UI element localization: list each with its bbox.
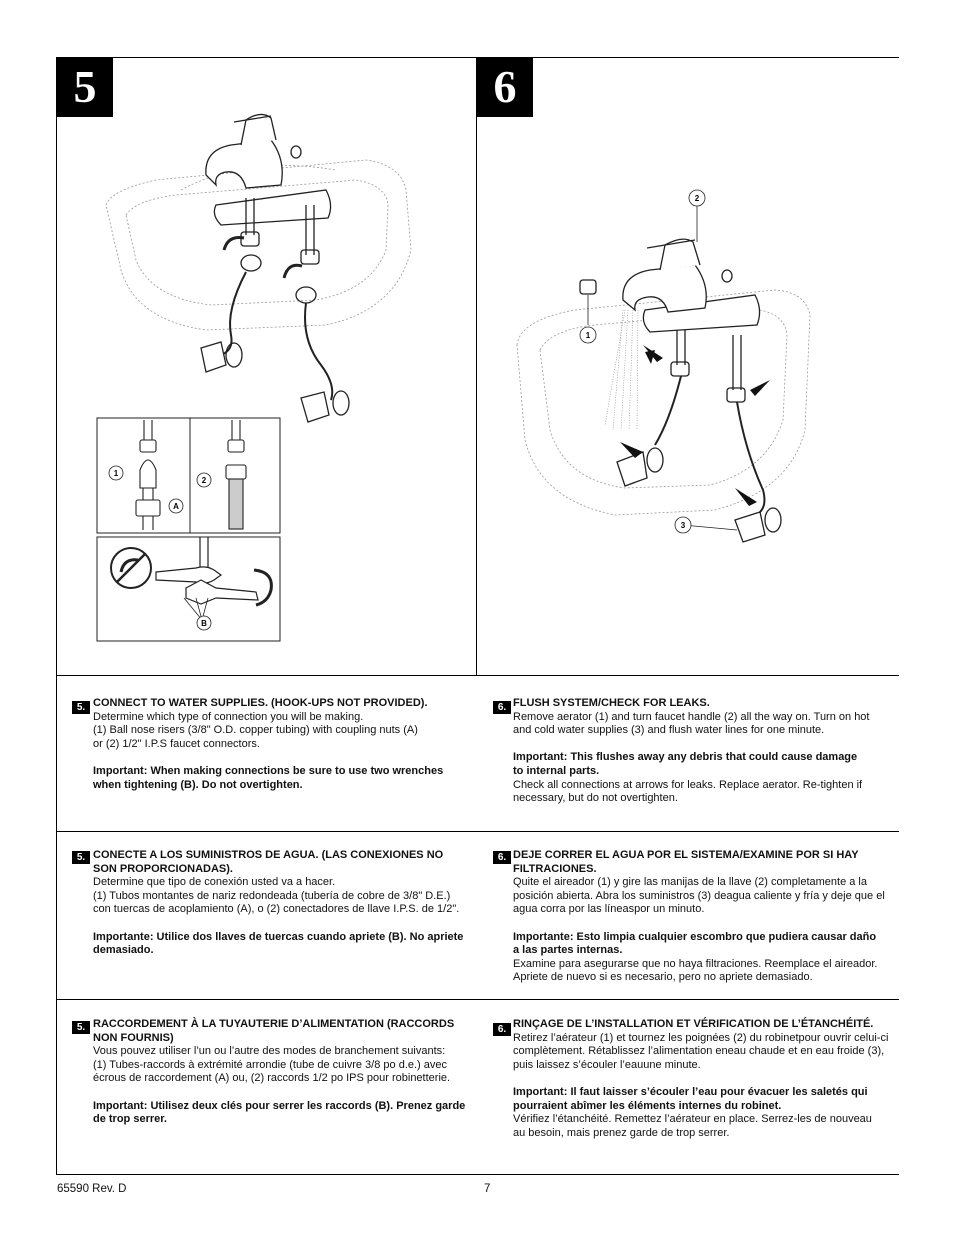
instruction-es-step5: CONECTE A LOS SUMINISTROS DE AGUA. (LAS … [93,849,493,958]
instruction-heading: FLUSH SYSTEM/CHECK FOR LEAKS. [513,697,710,709]
instruction-line: Vérifiez l’étanchéité. Remettez l’aérate… [513,1113,872,1126]
instruction-line: posición abierta. Abra los suministros (… [513,889,885,902]
instruction-heading: DEJE CORRER EL AGUA POR EL SISTEMA/EXAMI… [513,849,859,861]
divider-en-es [56,831,899,832]
step-6-illustration: 2 1 3 [505,180,815,560]
instruction-line: Remove aerator (1) and turn faucet handl… [513,710,870,723]
instruction-number: 5. [72,701,90,714]
instruction-es-step6: DEJE CORRER EL AGUA POR EL SISTEMA/EXAMI… [513,849,913,985]
important-note: Important: Utilisez deux clés pour serre… [93,1099,466,1112]
instruction-number: 6. [493,1023,511,1036]
instruction-heading: CONNECT TO WATER SUPPLIES. (HOOK-UPS NOT… [93,697,428,709]
instruction-fr-step5: RACCORDEMENT À LA TUYAUTERIE D’ALIMENTAT… [93,1018,493,1127]
instruction-heading: SON PROPORCIONADAS). [93,862,233,875]
step-5-badge: 5 [57,57,113,117]
document-number: 65590 Rev. D [57,1183,127,1195]
step-6-badge: 6 [477,57,533,117]
frame-left [56,57,57,1175]
instruction-heading: FILTRACIONES. [513,862,597,875]
instruction-en-step6: FLUSH SYSTEM/CHECK FOR LEAKS. Remove aer… [513,697,898,806]
instruction-line: Vous pouvez utiliser l’un ou l’autre des… [93,1045,446,1058]
page-number: 7 [484,1183,491,1195]
instruction-heading: RACCORDEMENT À LA TUYAUTERIE D’ALIMENTAT… [93,1018,455,1030]
instruction-heading: NON FOURNIS) [93,1031,174,1044]
instruction-heading: RINÇAGE DE L’INSTALLATION ET VÉRIFICATIO… [513,1018,874,1030]
instruction-number: 5. [72,851,90,864]
instruction-line: (1) Ball nose risers (3/8" O.D. copper t… [93,724,418,737]
important-note: demasiado. [93,944,154,957]
instruction-heading: CONECTE A LOS SUMINISTROS DE AGUA. (LAS … [93,849,444,861]
instruction-en-step5: CONNECT TO WATER SUPPLIES. (HOOK-UPS NOT… [93,697,493,792]
important-note: Importante: Utilice dos llaves de tuerca… [93,930,464,943]
instruction-fr-step6: RINÇAGE DE L’INSTALLATION ET VÉRIFICATIO… [513,1018,917,1140]
important-note: Important: This flushes away any debris … [513,751,858,764]
callout-1: 1 [114,469,119,478]
instruction-line: puis laissez s’écouler l’eauune minute. [513,1058,701,1071]
callout-2: 2 [202,476,207,485]
s6-callout-2: 2 [695,194,700,203]
instruction-number: 6. [493,851,511,864]
instruction-line: Determine which type of connection you w… [93,710,364,723]
instruction-line: Quite el aireador (1) y gire las manijas… [513,876,867,889]
important-note: Important: Il faut laisser s’écouler l’e… [513,1085,868,1098]
instruction-line: au besoin, mais prenez garde de trop ser… [513,1126,730,1139]
step-5-illustration: 1 A 2 B [96,110,426,650]
important-note: when tightening (B). Do not overtighten. [93,778,303,791]
important-note: a las partes internas. [513,944,623,957]
instruction-line: écrous de raccordement (A) ou, (2) racco… [93,1072,451,1085]
instruction-line: (1) Tubes-raccords à extrémité arrondie … [93,1058,448,1071]
instruction-line: (1) Tubos montantes de nariz redondeada … [93,889,451,902]
instruction-line: necessary, but do not overtighten. [513,792,678,805]
instruction-line: Retirez l’aérateur (1) et tournez les po… [513,1031,889,1044]
callout-b: B [201,619,207,628]
instruction-line: agua corra por las líneaspor un minuto. [513,903,705,916]
s6-callout-3: 3 [681,521,686,530]
instruction-line: con tuercas de acoplamiento (A), o (2) c… [93,903,460,916]
instruction-line: complètement. Rétablissez l’alimentation… [513,1045,885,1058]
frame-middle [476,57,477,675]
important-note: de trop serrer. [93,1113,167,1126]
callout-a: A [173,502,179,511]
instruction-line: Apriete de nuevo si es necesario, pero n… [513,971,813,984]
instruction-line: Determine que tipo de conexión usted va … [93,876,336,889]
frame-bottom [56,1174,899,1175]
important-note: Important: When making connections be su… [93,764,444,777]
instruction-line: or (2) 1/2" I.P.S faucet connectors. [93,737,260,750]
divider-es-fr [56,999,899,1000]
instruction-number: 6. [493,701,511,714]
important-note: to internal parts. [513,764,600,777]
instruction-line: Examine para asegurarse que no haya filt… [513,957,878,970]
important-note: Importante: Esto limpia cualquier escomb… [513,930,877,943]
instruction-number: 5. [72,1021,90,1034]
instruction-line: Check all connections at arrows for leak… [513,778,863,791]
s6-callout-1: 1 [586,331,591,340]
important-note: pourraient abîmer les éléments internes … [513,1099,782,1112]
instruction-line: and cold water supplies (3) and flush wa… [513,724,825,737]
divider-illustrations [56,675,899,676]
